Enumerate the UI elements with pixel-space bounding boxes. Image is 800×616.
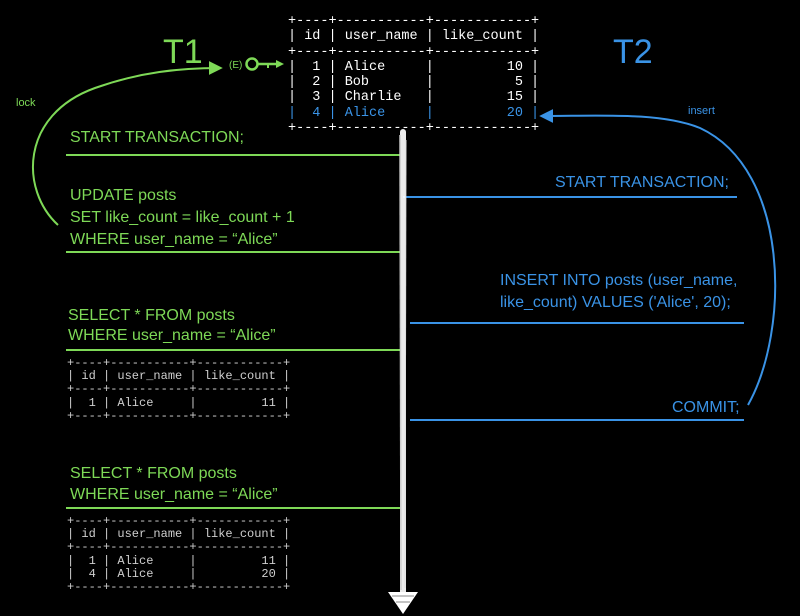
table-row: | 1 | Alice | 11 | — [67, 553, 291, 568]
timeline-arrowhead — [388, 592, 418, 614]
t1-update-line1: UPDATE posts — [70, 187, 177, 204]
t2-commit: COMMIT; — [672, 399, 740, 416]
table-border: +----+-----------+------------+ — [288, 44, 540, 60]
t1-select2-line1: SELECT * FROM posts — [70, 465, 237, 482]
select2-result-table: +----+-----------+------------+ | id | u… — [67, 514, 291, 595]
table-header: | id | user_name | like_count | — [288, 29, 540, 45]
table-header: | id | user_name | like_count | — [67, 527, 291, 542]
table-header: | id | user_name | like_count | — [67, 369, 291, 384]
t1-start-transaction: START TRANSACTION; — [70, 129, 244, 146]
table-border: +----+-----------+------------+ — [67, 514, 291, 528]
t1-select1-line1: SELECT * FROM posts — [68, 307, 235, 324]
table-border: +----+-----------+------------+ — [67, 356, 291, 370]
insert-arrow — [539, 108, 777, 406]
t1-divider — [66, 154, 400, 156]
table-border: +----+-----------+------------+ — [67, 580, 291, 595]
table-border: +----+-----------+------------+ — [67, 408, 291, 423]
table-row: | 4 | Alice | 20 | — [67, 566, 291, 581]
t1-select2-line2: WHERE user_name = “Alice” — [70, 486, 278, 503]
lock-label: lock — [16, 97, 36, 109]
t1-update-line2: SET like_count = like_count + 1 — [70, 209, 295, 226]
table-border: +----+-----------+------------+ — [288, 121, 540, 137]
t2-divider — [403, 196, 737, 198]
t2-divider — [410, 322, 744, 324]
t1-divider — [66, 349, 400, 351]
timeline — [399, 129, 407, 598]
t1-divider — [66, 251, 400, 253]
insert-label: insert — [688, 105, 715, 117]
select1-result-table: +----+-----------+------------+ | id | u… — [67, 356, 291, 423]
t1-update-line3: WHERE user_name = “Alice” — [70, 231, 278, 248]
posts-table: +----+-----------+------------+ | id | u… — [288, 14, 539, 136]
t2-divider — [410, 419, 744, 421]
table-border: +----+-----------+------------+ — [288, 14, 540, 29]
table-border: +----+-----------+------------+ — [67, 382, 291, 397]
inserted-row: | 4 | Alice | 20 | — [288, 105, 540, 121]
t1-select1-line2: WHERE user_name = “Alice” — [68, 327, 276, 344]
table-row: | 3 | Charlie | 15 | — [288, 90, 540, 106]
table-row: | 1 | Alice | 11 | — [67, 395, 291, 410]
table-row: | 1 | Alice | 10 | — [288, 59, 540, 75]
t2-label: T2 — [613, 33, 653, 71]
table-row: | 2 | Bob | 5 | — [288, 75, 540, 91]
t2-insert-line1: INSERT INTO posts (user_name, — [500, 272, 738, 289]
lock-key-label: (E) — [229, 60, 243, 71]
table-border: +----+-----------+------------+ — [67, 540, 291, 555]
t1-label: T1 — [163, 33, 203, 71]
key-icon — [245, 57, 284, 71]
t2-start-transaction: START TRANSACTION; — [555, 174, 729, 191]
t2-insert-line2: like_count) VALUES ('Alice', 20); — [500, 294, 731, 311]
t1-divider — [66, 507, 400, 509]
lock-arrow — [32, 61, 223, 226]
